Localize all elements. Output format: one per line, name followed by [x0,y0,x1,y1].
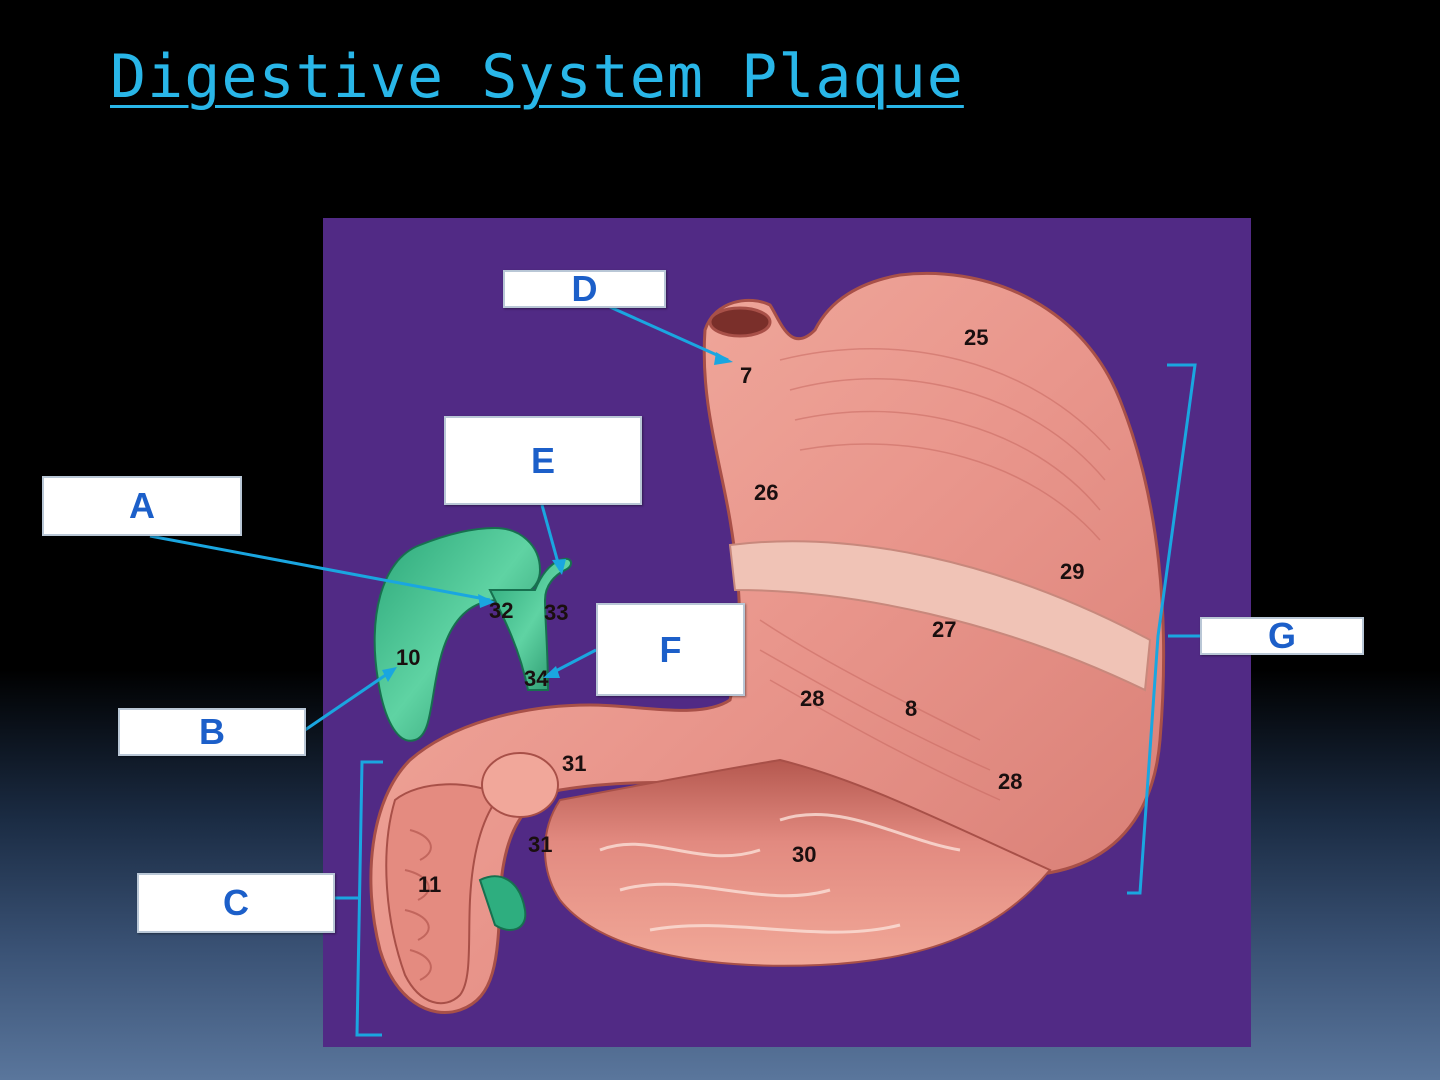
label-box-c[interactable]: C [137,873,335,933]
label-box-g[interactable]: G [1200,615,1364,656]
model-number-25: 25 [964,325,988,350]
pointer-lines [149,305,1200,1037]
pointer-d [609,305,729,362]
label-box-f[interactable]: F [596,603,745,696]
bracket-c [355,760,383,1037]
model-number-30: 30 [792,842,816,867]
model-number-7: 7 [740,363,752,388]
model-number-33: 33 [544,600,568,625]
model-number-26: 26 [754,480,778,505]
slide-title: Digestive System Plaque [110,42,964,112]
model-number-27: 27 [932,617,956,642]
model-number-28-lower: 28 [998,769,1022,794]
label-box-e[interactable]: E [444,416,642,505]
model-number-8: 8 [905,696,917,721]
model-number-31-upper: 31 [562,751,586,776]
pointer-arrowheads [382,352,733,682]
gallbladder [373,526,572,742]
label-box-b[interactable]: B [118,708,306,756]
label-box-a[interactable]: A [42,476,242,536]
model-number-31-lower: 31 [528,832,552,857]
pointer-e [540,504,562,571]
pointer-a [149,534,491,602]
model-number-10: 10 [396,645,420,670]
model-number-11: 11 [418,872,441,897]
model-number-34: 34 [524,666,549,691]
pointer-b [304,668,394,732]
model-number-28-upper: 28 [800,686,824,711]
bracket-g [1127,363,1197,895]
label-box-d[interactable]: D [503,268,666,309]
model-number-29: 29 [1060,559,1084,584]
stomach [369,271,1166,1014]
